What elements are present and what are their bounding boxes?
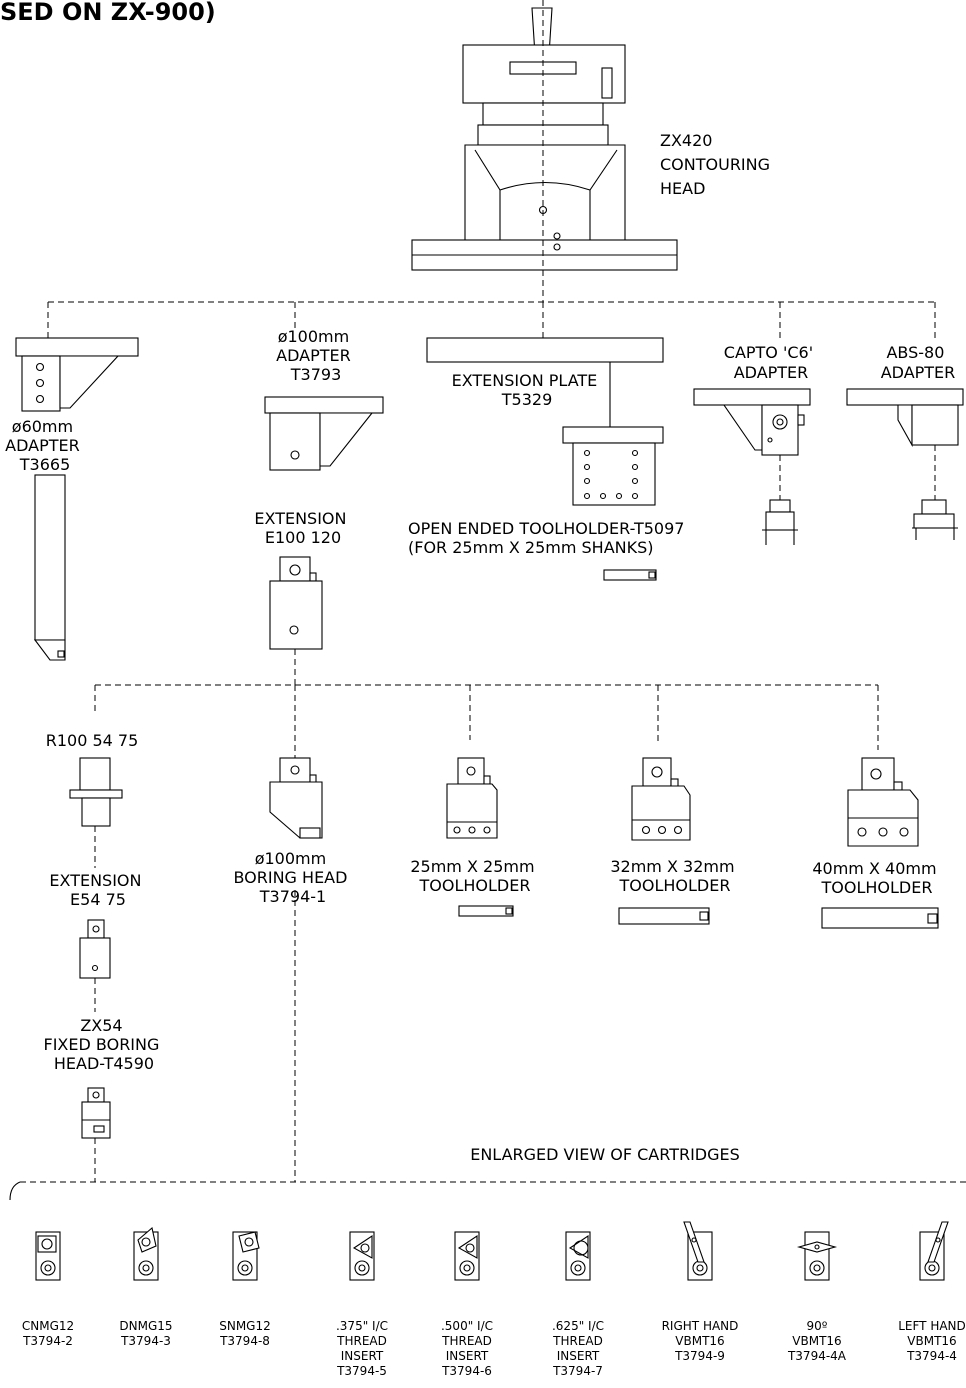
toolholder-32-drawing [619,758,709,924]
boring-head-100-drawing [270,758,322,1182]
extension-e54-label: EXTENSION E54 75 [49,871,146,909]
adapter-60-drawing [16,338,138,660]
open-toolholder-label: OPEN ENDED TOOLHOLDER-T5097 (FOR 25mm X … [408,519,690,557]
extension-e54-drawing [80,920,110,1012]
vbmt-left-cartridge-icon [920,1222,948,1280]
thread-375-cartridge-icon [350,1232,374,1280]
toolholder-40-label: 40mm X 40mm TOOLHOLDER [812,859,941,897]
vbmt-right-cartridge-icon [684,1222,712,1280]
adapter-60-label: ø60mm ADAPTER T3665 [5,417,85,474]
toolholder-40-drawing [822,758,938,928]
adapter-100-drawing [265,397,383,470]
thread-500-cartridge-icon [455,1232,479,1280]
extension-plate-label: EXTENSION PLATE T5329 [452,371,603,409]
r100-drawing [70,758,122,868]
snmg-cartridge-icon [233,1232,259,1280]
boring-head-100-label: ø100mm BORING HEAD T3794-1 [233,849,352,906]
head-label: ZX420 CONTOURING HEAD [660,131,775,198]
extension-e100-drawing [270,557,322,685]
page-title: SED ON ZX-900) [0,0,216,26]
cartridges-title: ENLARGED VIEW OF CARTRIDGES [470,1145,740,1164]
top-connector-lines [48,270,935,338]
thread-625-cartridge-icon [566,1232,590,1280]
middle-connector-lines [95,685,878,758]
contouring-head-drawing [412,0,677,270]
toolholder-25-label: 25mm X 25mm TOOLHOLDER [410,857,539,895]
adapter-100-label: ø100mm ADAPTER T3793 [276,327,356,384]
capto-adapter-label: CAPTO 'C6' ADAPTER [724,343,818,382]
abs-adapter-label: ABS-80 ADAPTER [881,343,956,382]
cnmg-cartridge-icon [36,1232,60,1280]
zx54-drawing [82,1088,110,1182]
capto-adapter-drawing [694,389,810,545]
extension-e100-label: EXTENSION E100 120 [254,509,351,547]
zx54-label: ZX54 FIXED BORING HEAD-T4590 [44,1016,165,1073]
abs-adapter-drawing [847,389,963,540]
vbmt-90-cartridge-icon [799,1232,835,1280]
dnmg-cartridge-icon [134,1228,158,1280]
r100-label: R100 54 75 [46,731,139,750]
cartridges-bracket [10,1182,966,1200]
toolholder-32-label: 32mm X 32mm TOOLHOLDER [610,857,739,895]
